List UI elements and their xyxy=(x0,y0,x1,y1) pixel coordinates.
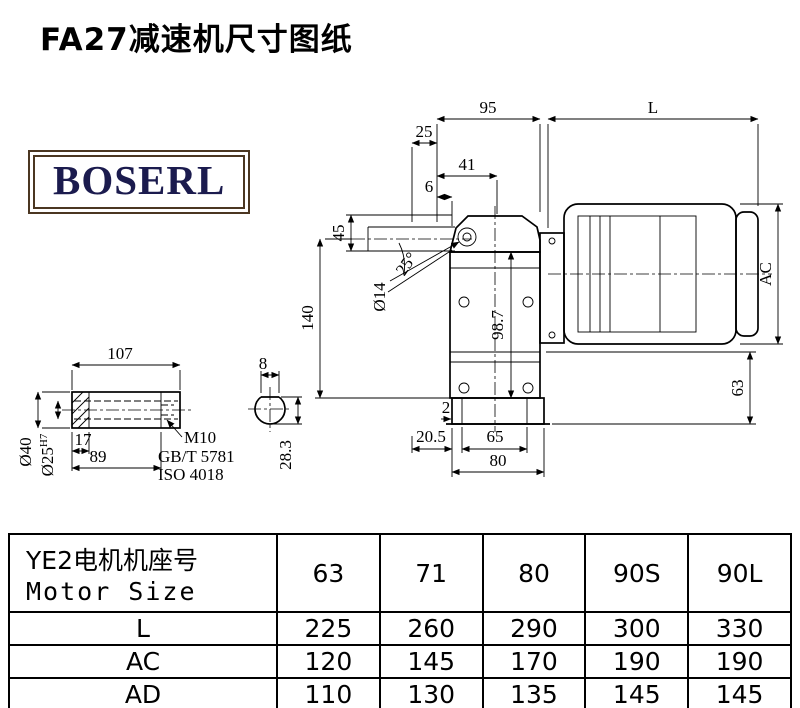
dim-17: 17 xyxy=(75,430,93,449)
dim-25deg: 25° xyxy=(392,249,421,279)
dim-6: 6 xyxy=(425,177,434,196)
dim-80: 80 xyxy=(490,451,507,470)
cell-L-63: 225 xyxy=(276,611,381,646)
dim-63: 63 xyxy=(728,380,747,397)
cell-AC-80: 170 xyxy=(481,644,587,679)
cell-AC-63: 120 xyxy=(276,644,381,679)
cell-L-90l: 330 xyxy=(687,611,792,646)
cell-AC-90s: 190 xyxy=(584,644,690,679)
table-row-L: L 225 260 290 300 330 xyxy=(8,611,792,646)
eye-bolt-hole xyxy=(457,227,477,247)
dim-dia14: Ø14 xyxy=(370,282,389,312)
dim-2: 2 xyxy=(442,398,451,417)
row-label-AC: AC xyxy=(8,644,278,679)
cell-AC-90l: 190 xyxy=(687,644,792,679)
cell-L-90s: 300 xyxy=(584,611,690,646)
dim-89: 89 xyxy=(90,447,107,466)
dimension-drawing: 95 25 L 41 6 45 1 xyxy=(16,98,783,484)
dim-dia25h7: Ø25H7 xyxy=(38,433,57,476)
cell-L-80: 290 xyxy=(481,611,587,646)
header-motor-size-cell: YE2电机机座号 Motor Size xyxy=(8,533,278,613)
column-header-80: 80 xyxy=(481,533,587,613)
dim-28-3: 28.3 xyxy=(276,440,295,470)
dim-45: 45 xyxy=(329,225,348,242)
dim-98-7: 98.7 xyxy=(488,310,507,340)
header-line2: Motor Size xyxy=(26,576,197,606)
label-m10: M10 xyxy=(184,428,216,447)
dim-AC: AC xyxy=(756,262,775,286)
boserl-logo-text: BOSERL xyxy=(53,157,226,203)
dim-95: 95 xyxy=(480,98,497,117)
dim-25: 25 xyxy=(416,122,433,141)
cell-AD-90s: 145 xyxy=(584,677,690,708)
dimensions-main: 95 25 L 41 6 45 1 xyxy=(298,98,783,477)
table-header-row: YE2电机机座号 Motor Size 63 71 80 90S 90L xyxy=(8,533,792,613)
row-label-L: L xyxy=(8,611,278,646)
page-title: FA27减速机尺寸图纸 xyxy=(40,22,353,58)
dim-107: 107 xyxy=(107,344,133,363)
cell-AC-71: 145 xyxy=(378,644,484,679)
shaft-detail-view: 107 17 89 Ø40 Ø25H7 M10 GB/T 5781 ISO 40… xyxy=(16,344,235,484)
shaft-section-view: 8 28.3 xyxy=(248,354,302,470)
column-header-71: 71 xyxy=(378,533,484,613)
motor-size-table: YE2电机机座号 Motor Size 63 71 80 90S 90L L 2… xyxy=(8,533,792,708)
dim-L: L xyxy=(648,98,658,117)
dim-65: 65 xyxy=(487,427,504,446)
motor-flange xyxy=(539,232,565,344)
boserl-logo-frame: BOSERL xyxy=(33,155,246,210)
dim-8: 8 xyxy=(259,354,268,373)
label-iso-4018: ISO 4018 xyxy=(158,465,224,484)
dim-41: 41 xyxy=(459,155,476,174)
dim-dia40: Ø40 xyxy=(16,437,35,466)
row-label-AD: AD xyxy=(8,677,278,708)
cell-AD-63: 110 xyxy=(276,677,381,708)
header-line1: YE2电机机座号 xyxy=(26,545,198,575)
cell-AD-90l: 145 xyxy=(687,677,792,708)
cell-AD-80: 135 xyxy=(481,677,587,708)
column-header-90l: 90L xyxy=(687,533,792,613)
cell-AD-71: 130 xyxy=(378,677,484,708)
main-view xyxy=(352,203,772,432)
boserl-logo: BOSERL xyxy=(28,150,251,215)
table-row-AD: AD 110 130 135 145 145 xyxy=(8,677,792,708)
dim-140: 140 xyxy=(298,305,317,331)
table-row-AC: AC 120 145 170 190 190 xyxy=(8,644,792,679)
cell-L-71: 260 xyxy=(378,611,484,646)
column-header-90s: 90S xyxy=(584,533,690,613)
column-header-63: 63 xyxy=(276,533,381,613)
label-gbt-5781: GB/T 5781 xyxy=(158,447,235,466)
dim-20-5: 20.5 xyxy=(416,427,446,446)
